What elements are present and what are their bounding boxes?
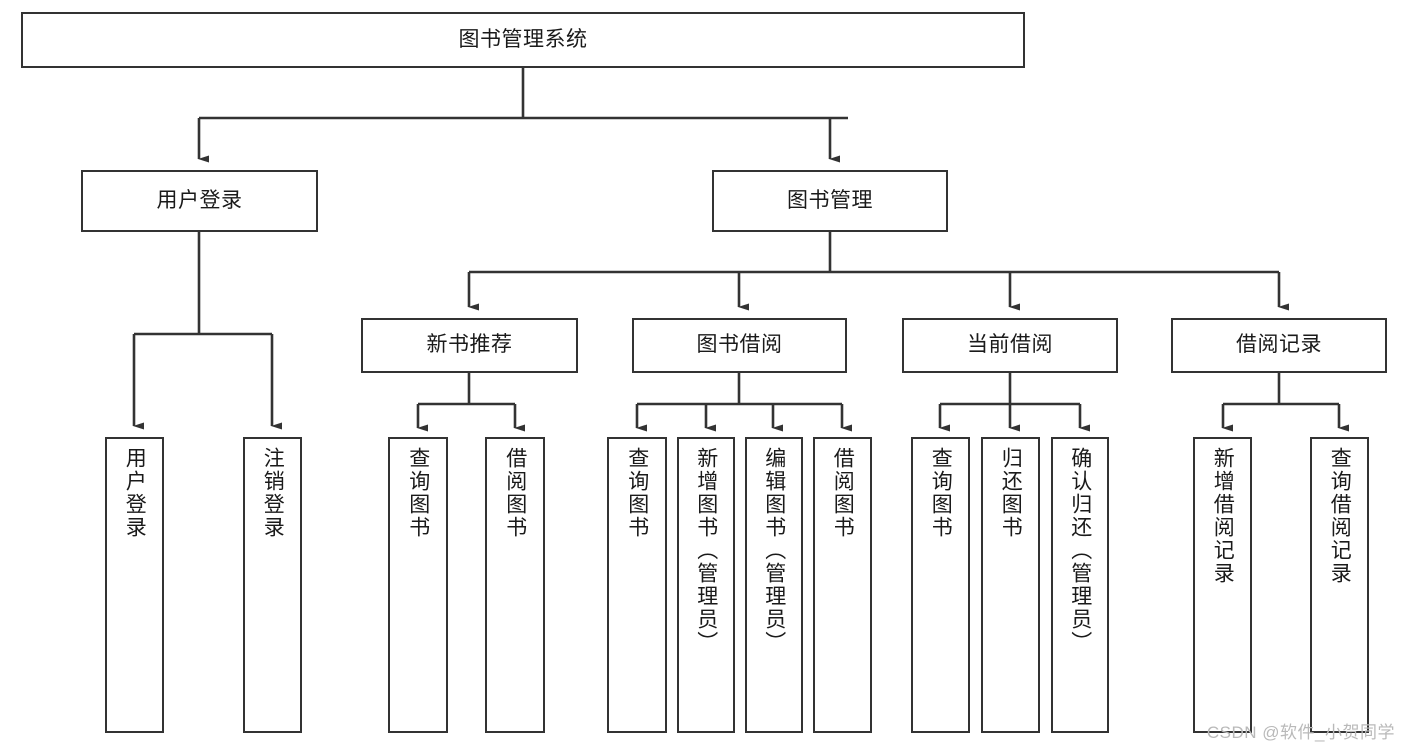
leaf-logout-login[interactable]: 注销登录 — [243, 437, 302, 733]
node-current-borrow[interactable]: 当前借阅 — [902, 318, 1118, 373]
node-book-management[interactable]: 图书管理 — [712, 170, 948, 232]
leaf-confirm-return[interactable]: 确认归还（管理员） — [1051, 437, 1109, 733]
leaf-return-book[interactable]: 归还图书 — [981, 437, 1040, 733]
node-book-borrow[interactable]: 图书借阅 — [632, 318, 847, 373]
node-book-borrow-label: 图书借阅 — [696, 333, 783, 357]
node-borrow-record-label: 借阅记录 — [1236, 333, 1322, 357]
leaf-query-book-1-label: 查询图书 — [406, 447, 430, 539]
leaf-borrow-book-1[interactable]: 借阅图书 — [485, 437, 545, 733]
leaf-borrow-book-2-label: 借阅图书 — [831, 447, 855, 539]
leaf-edit-book-label: 编辑图书（管理员） — [762, 447, 786, 654]
leaf-borrow-book-1-label: 借阅图书 — [503, 447, 527, 539]
leaf-query-book-3[interactable]: 查询图书 — [911, 437, 970, 733]
leaf-query-book-2-label: 查询图书 — [625, 447, 649, 539]
node-root-label: 图书管理系统 — [458, 27, 588, 51]
leaf-query-record-label: 查询借阅记录 — [1328, 447, 1352, 585]
leaf-user-login[interactable]: 用户登录 — [105, 437, 164, 733]
leaf-return-book-label: 归还图书 — [999, 447, 1023, 539]
leaf-user-login-label: 用户登录 — [123, 447, 147, 539]
node-current-borrow-label: 当前借阅 — [967, 333, 1053, 357]
leaf-logout-login-label: 注销登录 — [261, 447, 285, 539]
node-borrow-record[interactable]: 借阅记录 — [1171, 318, 1387, 373]
leaf-add-book[interactable]: 新增图书（管理员） — [677, 437, 735, 733]
node-user-login[interactable]: 用户登录 — [81, 170, 318, 232]
node-new-book-recommend[interactable]: 新书推荐 — [361, 318, 578, 373]
leaf-query-book-1[interactable]: 查询图书 — [388, 437, 448, 733]
node-book-management-label: 图书管理 — [787, 188, 873, 212]
leaf-borrow-book-2[interactable]: 借阅图书 — [813, 437, 872, 733]
leaf-confirm-return-label: 确认归还（管理员） — [1068, 447, 1092, 654]
node-new-book-recommend-label: 新书推荐 — [426, 333, 513, 357]
leaf-edit-book[interactable]: 编辑图书（管理员） — [745, 437, 803, 733]
leaf-query-book-2[interactable]: 查询图书 — [607, 437, 667, 733]
node-root[interactable]: 图书管理系统 — [21, 12, 1025, 68]
leaf-add-record-label: 新增借阅记录 — [1211, 447, 1235, 585]
csdn-watermark: CSDN @软件_小贺同学 — [1206, 723, 1395, 742]
leaf-add-book-label: 新增图书（管理员） — [694, 447, 718, 654]
node-user-login-label: 用户登录 — [156, 188, 243, 212]
leaf-add-record[interactable]: 新增借阅记录 — [1193, 437, 1252, 733]
leaf-query-book-3-label: 查询图书 — [929, 447, 953, 539]
leaf-query-record[interactable]: 查询借阅记录 — [1310, 437, 1369, 733]
